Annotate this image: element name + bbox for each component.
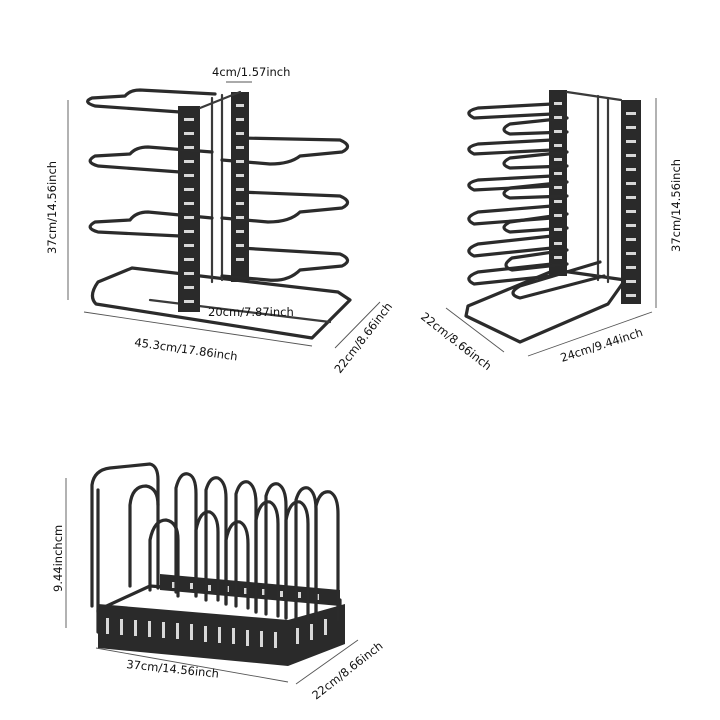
dim-length: 45.3cm/17.86inch bbox=[134, 335, 239, 363]
dim-height: 37cm/14.56inch bbox=[669, 159, 683, 252]
dim-inner: 20cm/7.87inch bbox=[208, 305, 294, 319]
front-post bbox=[178, 106, 200, 312]
dim-depth: 22cm/8.66inch bbox=[418, 309, 494, 373]
base-frame bbox=[90, 266, 352, 340]
rack-top-right: 37cm/14.56inch 22cm/8.66inch 24cm/9.44in… bbox=[418, 90, 683, 373]
dim-width: 24cm/9.44inch bbox=[559, 325, 645, 365]
dim-length: 37cm/14.56inch bbox=[126, 657, 220, 681]
dim-height: 9.44inchcm bbox=[51, 525, 65, 592]
rack-top-left: 4cm/1.57inch 37cm/14.56inch 20cm/7.87inc… bbox=[45, 65, 395, 376]
dim-top: 4cm/1.57inch bbox=[212, 65, 290, 79]
front-post bbox=[621, 100, 641, 304]
rack-bottom-left: 9.44inchcm 37cm/14.56inch 22cm/8.66inch bbox=[51, 462, 385, 702]
dim-height: 37cm/14.56inch bbox=[45, 161, 59, 254]
